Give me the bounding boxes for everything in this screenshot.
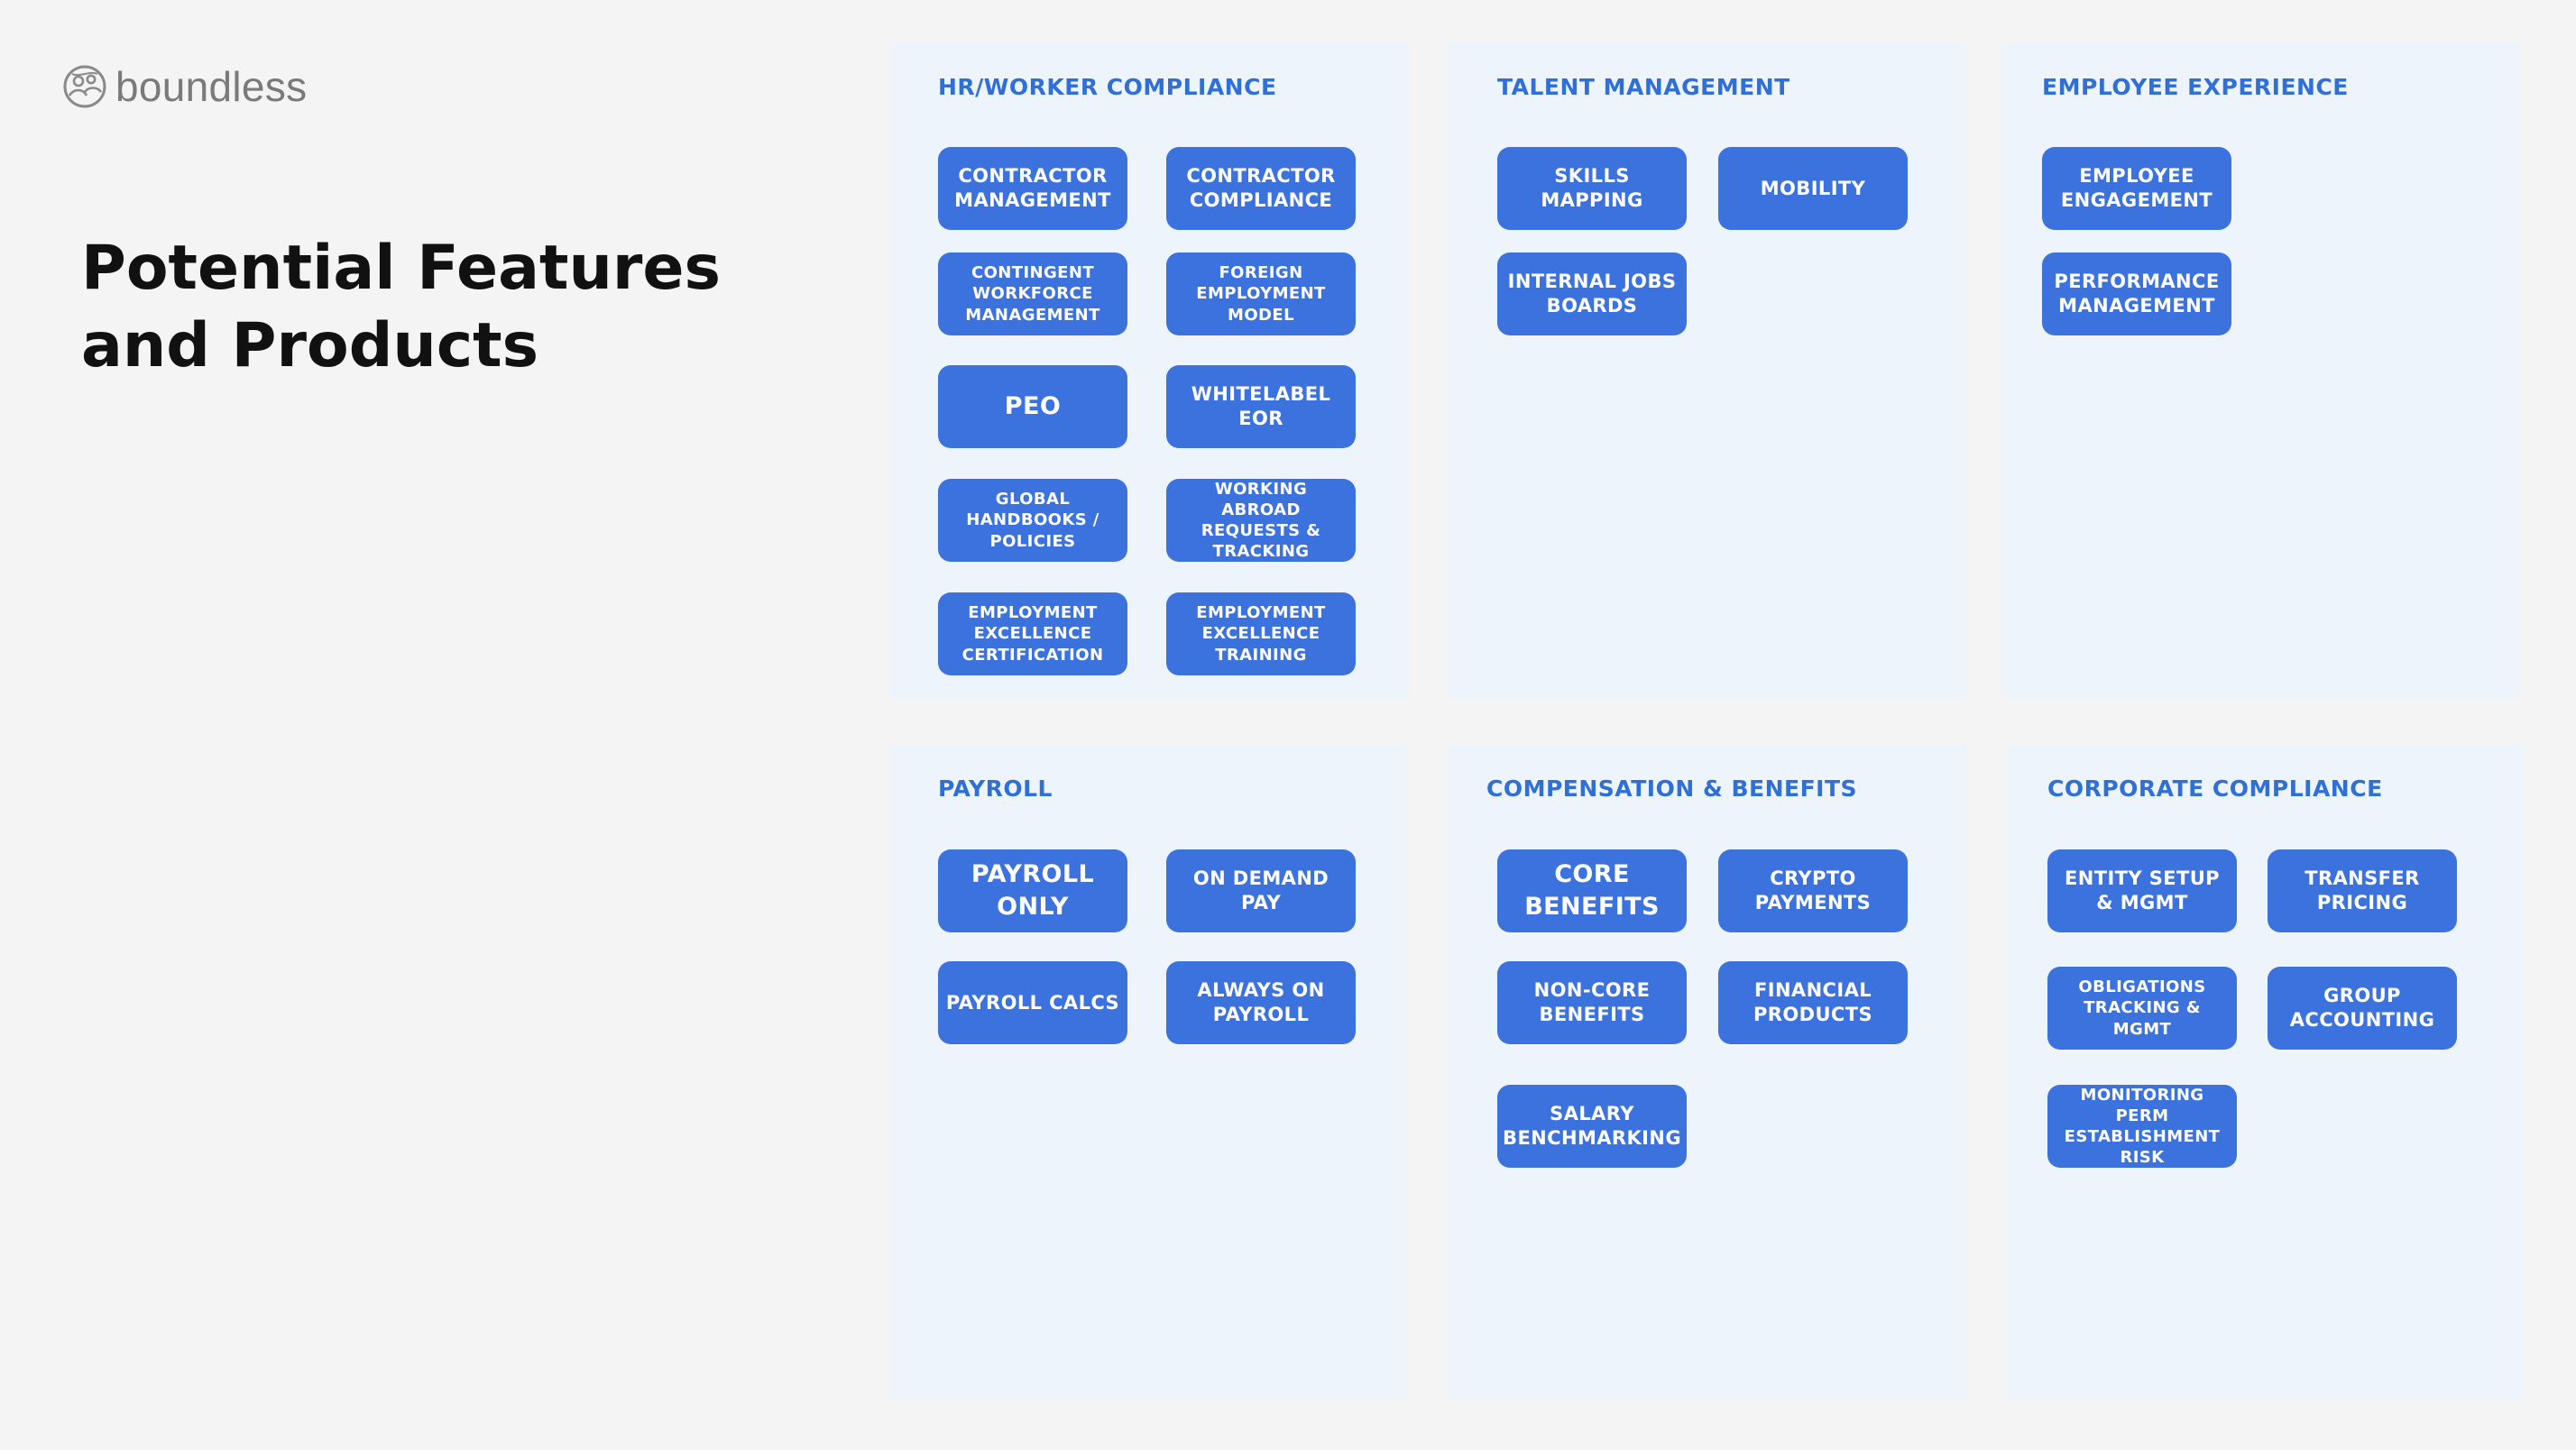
panel-title: CORPORATE COMPLIANCE — [2047, 775, 2383, 802]
chip-group-accounting[interactable]: GROUP ACCOUNTING — [2268, 967, 2457, 1050]
page-title: Potential Features and Products — [81, 233, 722, 381]
chip-entity-setup-mgmt[interactable]: ENTITY SETUP & MGMT — [2047, 849, 2237, 932]
brand-name: boundless — [115, 63, 308, 110]
panel-title: TALENT MANAGEMENT — [1497, 74, 1790, 100]
chip-skills-mapping[interactable]: SKILLS MAPPING — [1497, 147, 1687, 230]
chip-salary-benchmarking[interactable]: SALARY BENCHMARKING — [1497, 1085, 1687, 1168]
chip-always-on-payroll[interactable]: ALWAYS ON PAYROLL — [1166, 961, 1356, 1044]
chip-obligations-tracking-mgmt[interactable]: OBLIGATIONS TRACKING & MGMT — [2047, 967, 2237, 1050]
chip-financial-products[interactable]: FINANCIAL PRODUCTS — [1718, 961, 1908, 1044]
globe-people-icon — [63, 65, 106, 108]
panel-title: EMPLOYEE EXPERIENCE — [2042, 74, 2349, 100]
panel-compensation-benefits: COMPENSATION & BENEFITS CORE BENEFITS CR… — [1449, 745, 1966, 1400]
brand-logo: boundless — [61, 61, 307, 112]
chip-whitelabel-eor[interactable]: WHITELABEL EOR — [1166, 365, 1356, 448]
chip-global-handbooks-policies[interactable]: GLOBAL HANDBOOKS / POLICIES — [938, 479, 1127, 562]
panel-hr-worker-compliance: HR/WORKER COMPLIANCE CONTRACTOR MANAGEME… — [891, 43, 1409, 700]
chip-foreign-employment-model[interactable]: FOREIGN EMPLOYMENT MODEL — [1166, 252, 1356, 335]
chip-contractor-compliance[interactable]: CONTRACTOR COMPLIANCE — [1166, 147, 1356, 230]
chip-payroll-calcs[interactable]: PAYROLL CALCS — [938, 961, 1127, 1044]
panel-talent-management: TALENT MANAGEMENT SKILLS MAPPING MOBILIT… — [1449, 43, 1966, 700]
chip-contingent-workforce-management[interactable]: CONTINGENT WORKFORCE MANAGEMENT — [938, 252, 1127, 335]
chip-internal-jobs-boards[interactable]: INTERNAL JOBS BOARDS — [1497, 252, 1687, 335]
chip-transfer-pricing[interactable]: TRANSFER PRICING — [2268, 849, 2457, 932]
chip-employee-engagement[interactable]: EMPLOYEE ENGAGEMENT — [2042, 147, 2231, 230]
panel-corporate-compliance: CORPORATE COMPLIANCE ENTITY SETUP & MGMT… — [2006, 745, 2524, 1400]
chip-performance-management[interactable]: PERFORMANCE MANAGEMENT — [2042, 252, 2231, 335]
chip-non-core-benefits[interactable]: NON-CORE BENEFITS — [1497, 961, 1687, 1044]
chip-monitoring-perm-establishment-risk[interactable]: MONITORING PERM ESTABLISHMENT RISK — [2047, 1085, 2237, 1168]
chip-contractor-management[interactable]: CONTRACTOR MANAGEMENT — [938, 147, 1127, 230]
panel-payroll: PAYROLL PAYROLL ONLY ON DEMAND PAY PAYRO… — [891, 745, 1407, 1400]
chip-employment-excellence-certification[interactable]: EMPLOYMENT EXCELLENCE CERTIFICATION — [938, 592, 1127, 675]
panel-employee-experience: EMPLOYEE EXPERIENCE EMPLOYEE ENGAGEMENT … — [2004, 43, 2520, 700]
chip-working-abroad-requests[interactable]: WORKING ABROAD REQUESTS & TRACKING — [1166, 479, 1356, 562]
chip-employment-excellence-training[interactable]: EMPLOYMENT EXCELLENCE TRAINING — [1166, 592, 1356, 675]
panel-title: COMPENSATION & BENEFITS — [1486, 775, 1858, 802]
panel-title: HR/WORKER COMPLIANCE — [938, 74, 1277, 100]
chip-peo[interactable]: PEO — [938, 365, 1127, 448]
chip-mobility[interactable]: MOBILITY — [1718, 147, 1908, 230]
chip-crypto-payments[interactable]: CRYPTO PAYMENTS — [1718, 849, 1908, 932]
chip-on-demand-pay[interactable]: ON DEMAND PAY — [1166, 849, 1356, 932]
panel-title: PAYROLL — [938, 775, 1053, 802]
chip-payroll-only[interactable]: PAYROLL ONLY — [938, 849, 1127, 932]
chip-core-benefits[interactable]: CORE BENEFITS — [1497, 849, 1687, 932]
